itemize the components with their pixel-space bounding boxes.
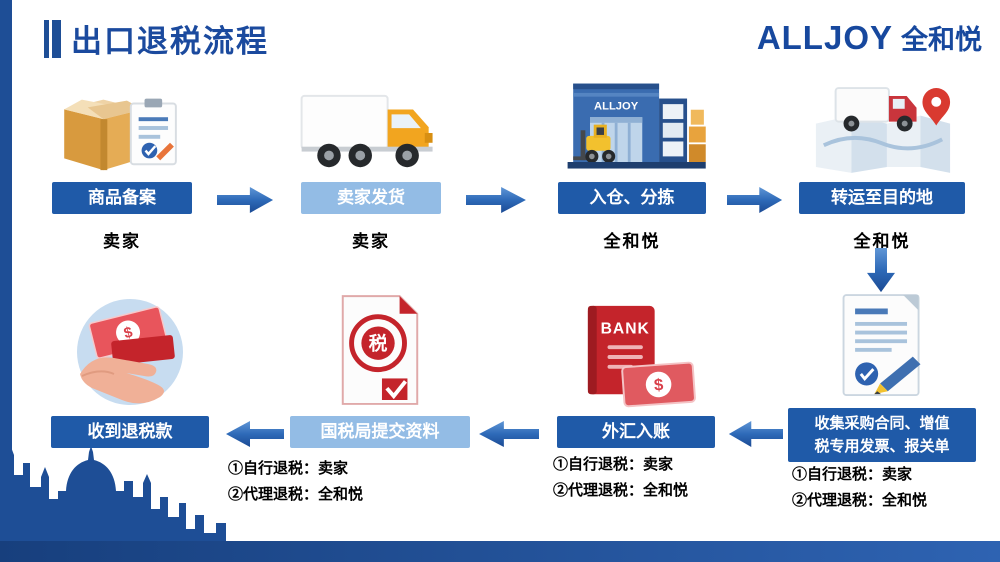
step-collect-documents: 收集采购合同、增值 税专用发票、报关单 — [788, 282, 976, 462]
step-label: 转运至目的地 — [799, 182, 965, 214]
step-label: 外汇入账 — [557, 416, 715, 448]
truck-map-pin-icon — [790, 78, 974, 176]
step-label: 入仓、分拣 — [558, 182, 706, 214]
package-clipboard-icon — [32, 78, 212, 176]
warehouse-forklift-icon: ALLJOY — [540, 78, 724, 176]
flow-arrow-left-3-icon — [727, 419, 783, 449]
step-label: 商品备案 — [52, 182, 192, 214]
flow-arrow-right-3-icon — [727, 185, 784, 215]
header: 出口退税流程 — [44, 16, 269, 61]
step-owner: 全和悦 — [853, 232, 911, 251]
note-line: ②代理退税：全和悦 — [792, 492, 928, 509]
step-submit-tax-bureau: 税 国税局提交资料 — [290, 284, 470, 448]
note-line: ②代理退税：全和悦 — [228, 486, 364, 503]
step-owner: 全和悦 — [603, 232, 661, 251]
title-accent-bar — [52, 19, 61, 58]
left-edge-bar — [0, 0, 12, 562]
step-label: 国税局提交资料 — [290, 416, 470, 448]
tax-character-text: 税 — [369, 333, 388, 354]
bank-money-icon: BANK $ — [548, 284, 724, 410]
flow-arrow-right-2-icon — [466, 185, 528, 215]
notes-forex: ①自行退税：卖家 ②代理退税：全和悦 — [553, 452, 688, 504]
city-skyline-silhouette — [0, 446, 226, 543]
step-transfer-destination: 转运至目的地 全和悦 — [790, 78, 974, 252]
step-owner: 卖家 — [352, 232, 390, 251]
notes-tax-bureau: ①自行退税：卖家 ②代理退税：全和悦 — [228, 456, 363, 508]
bank-text: BANK — [601, 320, 650, 337]
delivery-truck-icon — [281, 78, 461, 176]
contract-pen-icon — [788, 282, 976, 402]
page-title: 出口退税流程 — [71, 24, 269, 59]
step-owner: 卖家 — [103, 232, 141, 251]
step-receive-rebate: $ 收到退税款 — [40, 284, 220, 448]
step-warehouse-sorting: ALLJOY — [540, 78, 724, 252]
notes-collect-documents: ①自行退税：卖家 ②代理退税：全和悦 — [792, 462, 927, 514]
brand-logo: ALLJOY 全和悦 — [757, 18, 982, 57]
flow-arrow-left-1-icon — [224, 419, 284, 449]
note-line: ①自行退税：卖家 — [792, 466, 913, 483]
bottom-edge-bar — [0, 541, 1000, 562]
hand-money-icon: $ — [40, 284, 220, 410]
note-line: ②代理退税：全和悦 — [553, 482, 689, 499]
step-label: 收到退税款 — [51, 416, 209, 448]
title-accent-bar-thin — [44, 19, 49, 58]
note-line: ①自行退税：卖家 — [553, 456, 674, 473]
note-line: ①自行退税：卖家 — [228, 460, 349, 477]
flow-arrow-right-1-icon — [217, 185, 275, 215]
brand-logo-en: ALLJOY — [756, 19, 893, 56]
step-label: 收集采购合同、增值 税专用发票、报关单 — [788, 408, 976, 462]
brand-logo-cn: 全和悦 — [901, 25, 982, 55]
flow-arrow-left-2-icon — [477, 419, 539, 449]
step-product-registration: 商品备案 卖家 — [32, 78, 212, 252]
tax-seal-document-icon: 税 — [290, 284, 470, 410]
warehouse-sign-text: ALLJOY — [594, 101, 639, 113]
step-forex-receipt: BANK $ 外汇入账 — [548, 284, 724, 448]
dollar-sign-text: $ — [653, 375, 664, 395]
step-label: 卖家发货 — [301, 182, 441, 214]
step-seller-ship: 卖家发货 卖家 — [281, 78, 461, 252]
flow-arrow-down-icon — [866, 248, 896, 294]
